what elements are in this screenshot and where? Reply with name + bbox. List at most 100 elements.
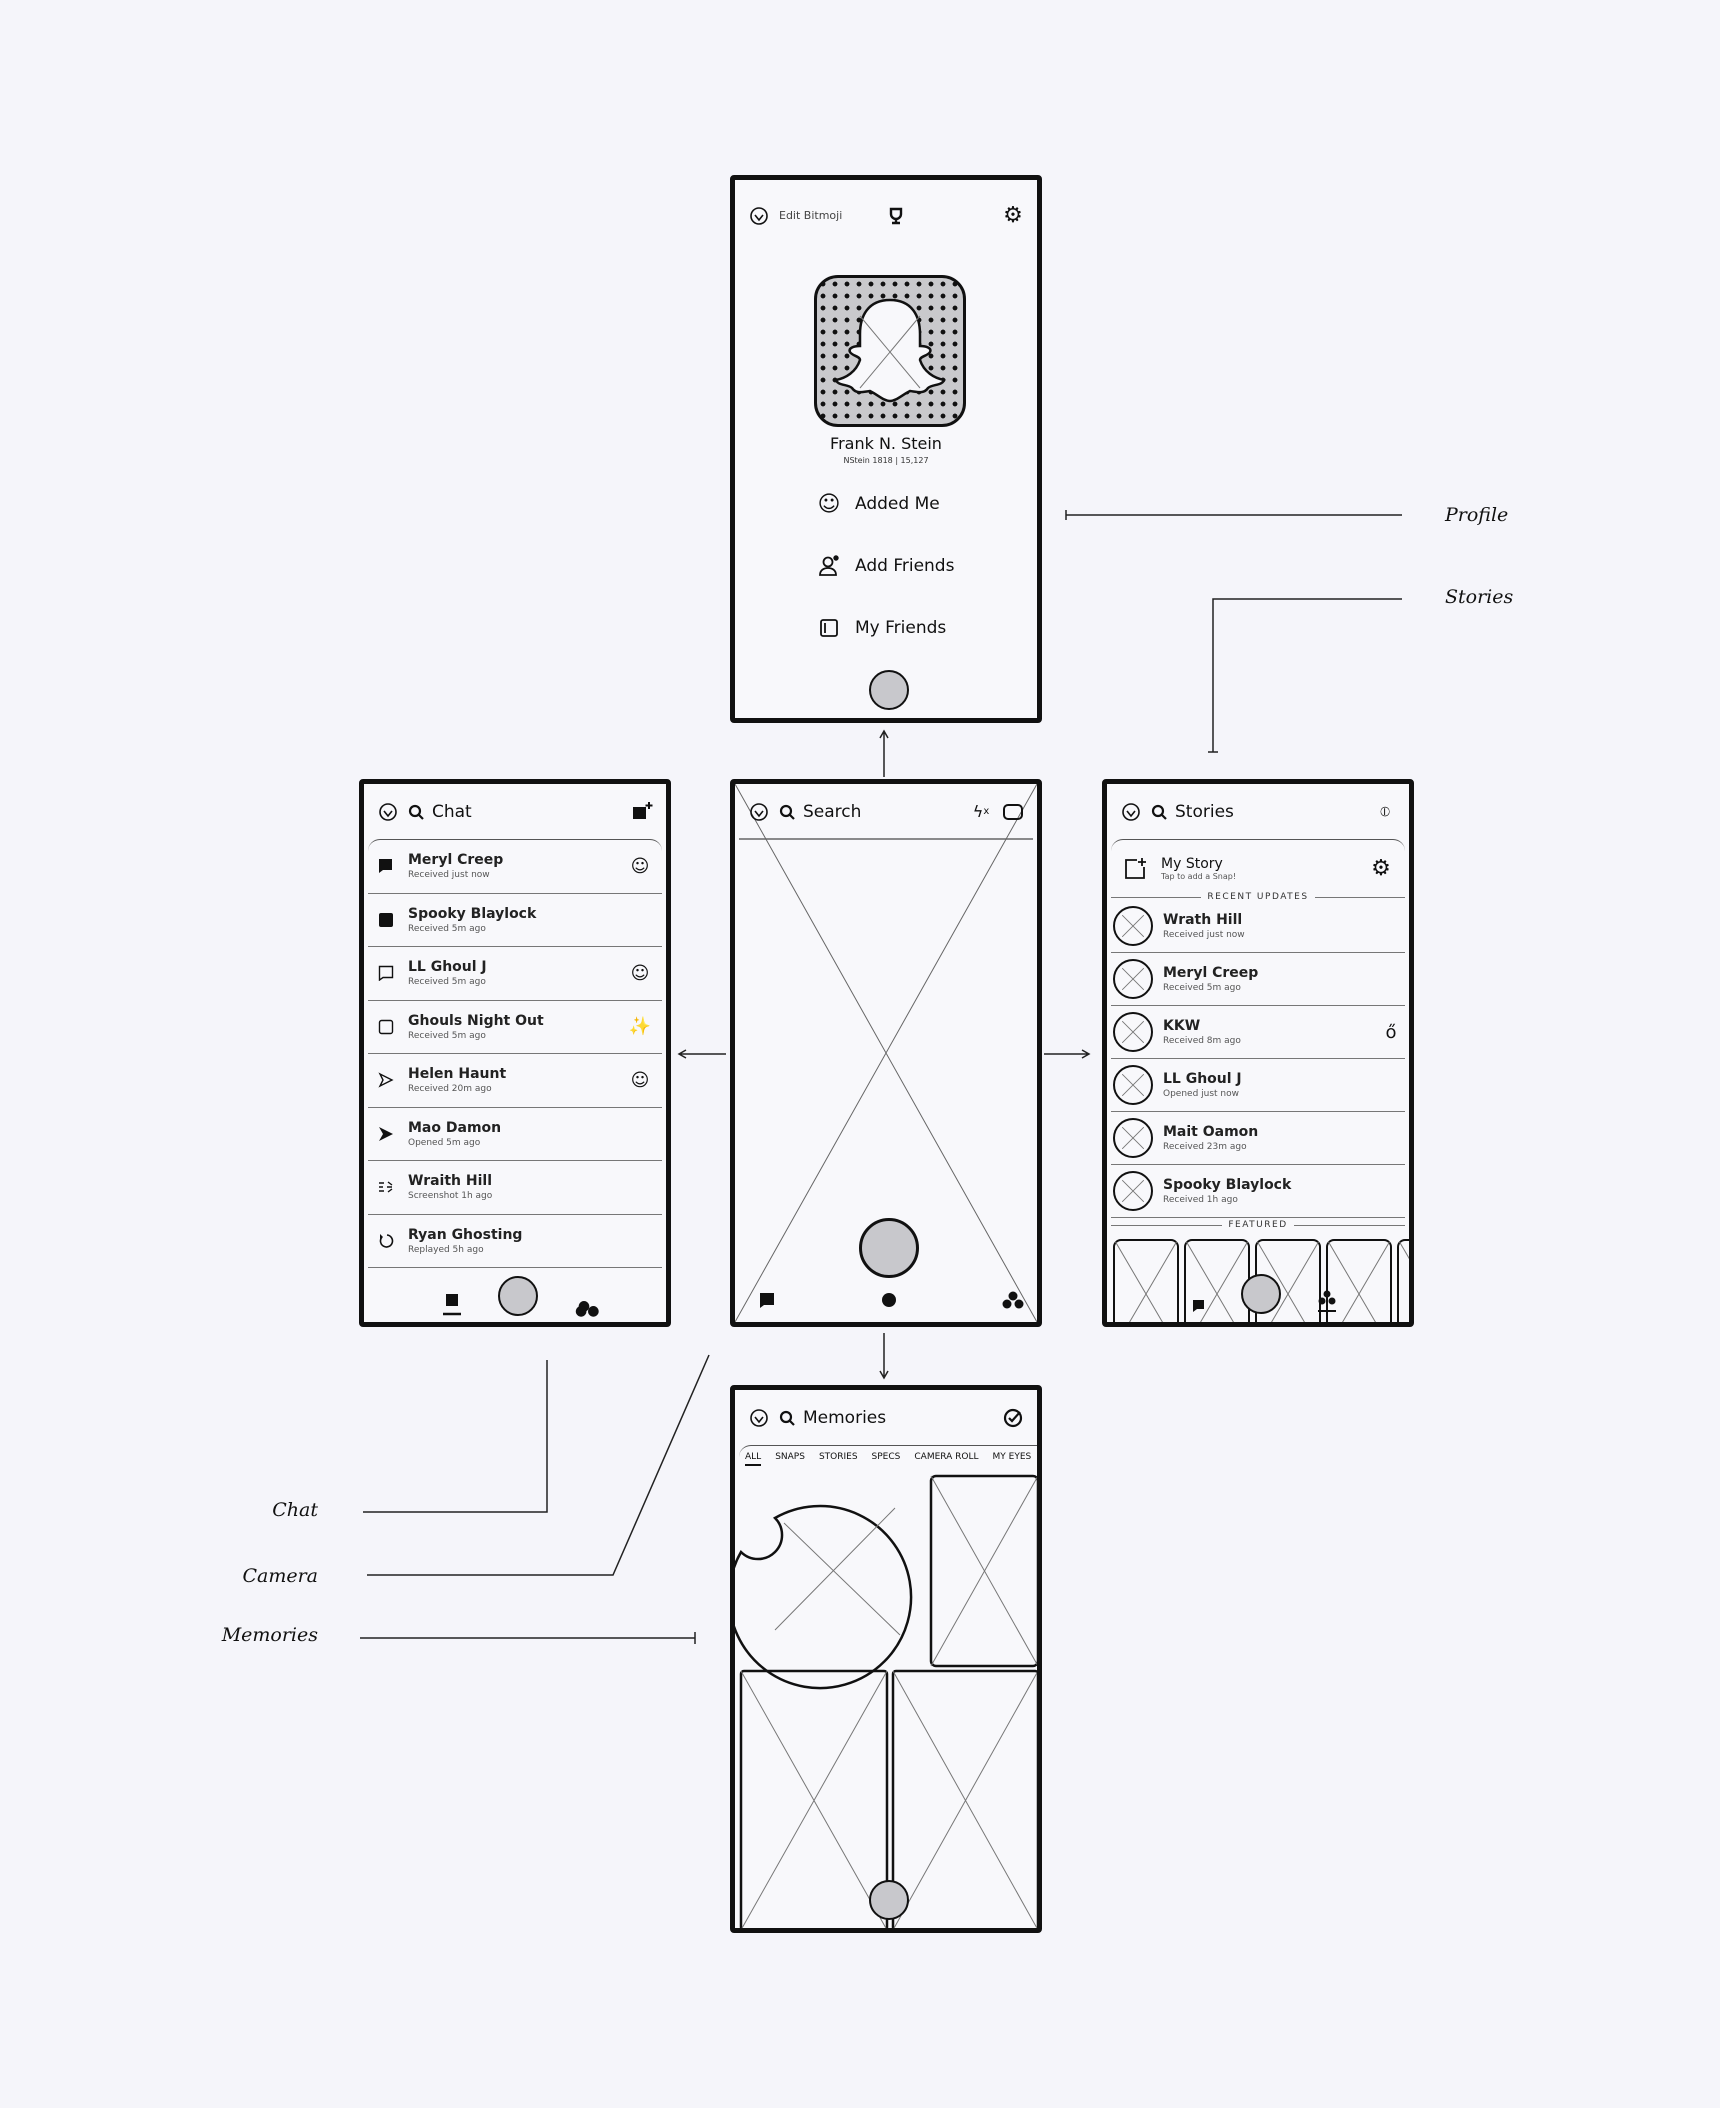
smiley-icon: ☺ — [630, 962, 650, 984]
smiley-icon: ☺ — [817, 491, 841, 517]
shutter-button[interactable] — [869, 1880, 909, 1920]
outline-chat-icon — [378, 961, 394, 985]
my-story-subtitle: Tap to add a Snap! — [1161, 872, 1237, 881]
flip-camera-icon[interactable] — [1001, 800, 1025, 824]
shutter-button[interactable] — [869, 670, 909, 710]
camera-viewfinder-placeholder — [735, 784, 1037, 1322]
outline-square-icon — [378, 1015, 394, 1039]
chat-icon[interactable] — [755, 1288, 779, 1312]
memory-circle-thumbnail — [735, 1504, 913, 1690]
smiley-icon: ☺ — [630, 1069, 650, 1091]
bitmoji-icon[interactable] — [376, 800, 400, 824]
search-icon[interactable] — [779, 1406, 795, 1430]
select-check-icon[interactable] — [1001, 1406, 1025, 1430]
add-friend-icon — [817, 554, 841, 578]
memory-tile — [929, 1474, 1037, 1668]
shutter-button[interactable] — [1241, 1274, 1281, 1314]
memories-connector — [360, 1632, 696, 1644]
memories-tab[interactable]: STORIES — [818, 1452, 858, 1462]
filled-square-icon — [378, 908, 394, 932]
story-avatar — [1113, 1065, 1153, 1105]
edit-bitmoji-label[interactable]: Edit Bitmoji — [779, 209, 843, 222]
arrow-camera-profile — [879, 729, 889, 777]
snapcode — [814, 275, 966, 427]
featured-tile[interactable] — [1397, 1239, 1409, 1322]
my-friends-item[interactable]: My Friends — [817, 616, 946, 640]
add-friends-item[interactable]: Add Friends — [817, 554, 954, 578]
featured-tile[interactable] — [1326, 1239, 1392, 1322]
label-profile: Profile — [1445, 504, 1509, 526]
search-icon[interactable] — [1151, 800, 1167, 824]
memories-dot-icon[interactable] — [877, 1288, 901, 1312]
gear-icon[interactable]: ⚙ — [1003, 203, 1023, 228]
story-avatar — [1113, 906, 1153, 946]
memories-tabs: ALL SNAPS STORIES SPECS CAMERA ROLL MY EYES — [739, 1445, 1037, 1471]
memories-tab[interactable]: CAMERA ROLL — [914, 1452, 979, 1462]
filled-arrow-icon — [378, 1122, 394, 1146]
memories-grid — [735, 1474, 1037, 1928]
search-label[interactable]: Search — [803, 801, 862, 822]
memories-tab[interactable]: SPECS — [871, 1452, 901, 1462]
arrow-camera-stories — [1044, 1049, 1091, 1059]
friends-icon[interactable]: ●●● — [575, 1298, 600, 1319]
label-chat: Chat — [272, 1499, 318, 1521]
chat-icon[interactable] — [1187, 1294, 1211, 1318]
new-chat-icon[interactable] — [630, 800, 654, 824]
friends-icon[interactable] — [1001, 1288, 1025, 1312]
bitmoji-icon[interactable] — [1119, 800, 1143, 824]
replay-icon — [378, 1229, 394, 1253]
label-stories: Stories — [1445, 586, 1514, 608]
friends-book-icon — [817, 616, 841, 640]
sparkle-icon: ✨ — [628, 1016, 652, 1038]
arrow-camera-memories — [879, 1333, 889, 1380]
smiley-icon: ☺ — [630, 855, 650, 877]
username: NStein 1818 | 15,127 — [843, 456, 929, 465]
search-icon[interactable] — [779, 800, 795, 824]
discover-icon[interactable]: ⦶ — [1379, 803, 1391, 820]
shutter-button[interactable] — [498, 1276, 538, 1316]
memories-tab[interactable]: ALL — [745, 1452, 762, 1466]
featured-tile[interactable] — [1113, 1239, 1179, 1322]
camera-connector — [367, 1354, 710, 1576]
bitmoji-icon[interactable] — [747, 1406, 771, 1430]
memories-tab[interactable]: MY EYES — [992, 1452, 1032, 1462]
outline-arrow-icon — [378, 1068, 394, 1092]
added-me-item[interactable]: ☺Added Me — [817, 491, 940, 517]
display-name: Frank N. Stein — [830, 434, 942, 453]
chat-tab-icon[interactable] — [440, 1292, 464, 1316]
my-story-label: My Story — [1161, 856, 1223, 872]
bitmoji-icon[interactable] — [747, 204, 771, 228]
bitmoji-icon[interactable] — [747, 800, 771, 824]
gear-icon[interactable]: ⚙ — [1371, 856, 1391, 881]
add-story-icon — [1123, 857, 1147, 881]
capture-button[interactable] — [859, 1218, 919, 1278]
friends-tab-icon[interactable] — [1315, 1290, 1339, 1314]
bitmoji-icon: ő — [1385, 1021, 1397, 1043]
search-icon[interactable] — [408, 800, 424, 824]
featured-divider: FEATURED — [1111, 1220, 1405, 1230]
trophy-icon[interactable] — [884, 204, 908, 228]
memories-tab[interactable]: SNAPS — [775, 1452, 805, 1462]
